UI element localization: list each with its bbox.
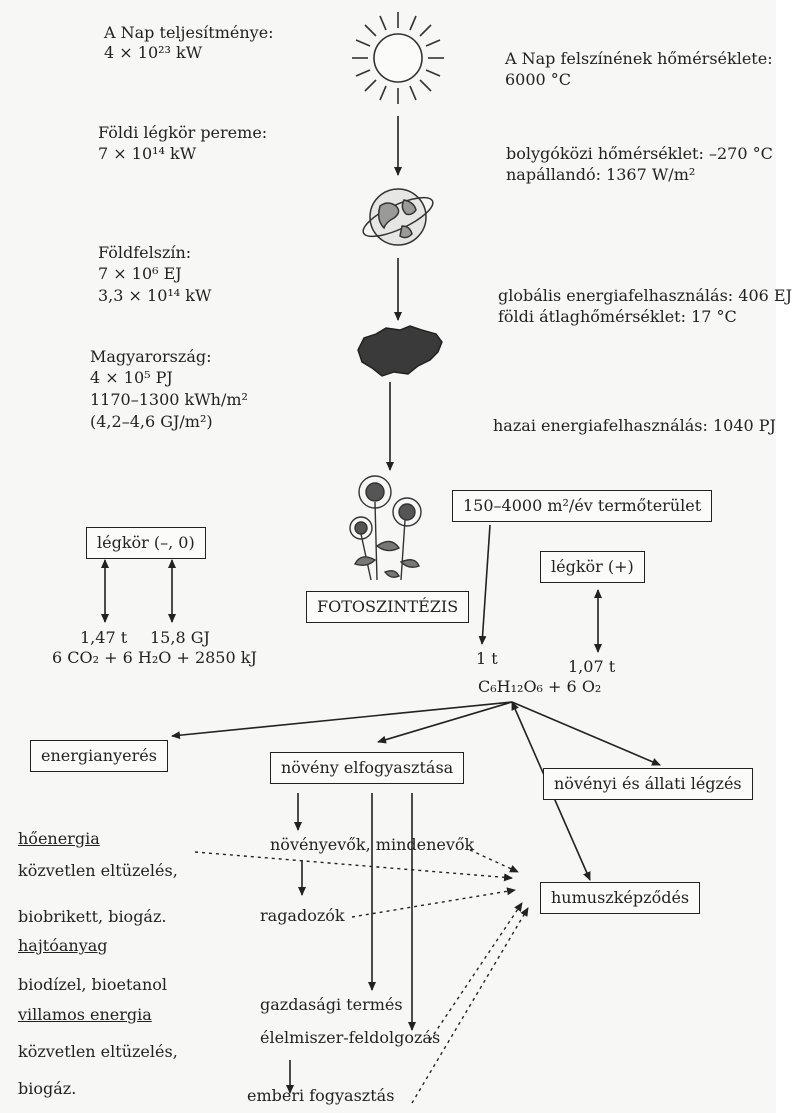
reactants-equation: 6 CO₂ + 6 H₂O + 2850 kJ [52,648,257,667]
plant-consumption-box: növény elfogyasztása [270,752,465,785]
biobriquette: biobrikett, biogáz. [18,907,167,926]
o2-mass: 1,07 t [568,657,616,676]
earth-surface-label: Földfelszín: [98,243,192,262]
economic-crop: gazdasági termés [260,995,403,1014]
food-processing: élelmiszer-feldolgozás [260,1028,441,1047]
atmosphere-negative-box: légkör (–, 0) [86,527,206,560]
solar-constant: napállandó: 1367 W/m² [506,165,696,184]
sun-power-label: A Nap teljesítménye: [104,23,274,42]
dotted-herbivores-to-humus [469,849,519,873]
hungary-kwh: 1170–1300 kWh/m² [90,390,248,409]
earth-surface-power: 3,3 × 10¹⁴ kW [98,286,212,305]
hungary-map-icon [357,325,443,377]
energy-gain-box: energianyerés [30,740,168,773]
sun-power-value: 4 × 10²³ kW [104,43,203,62]
cropland-box: 150–4000 m²/év termőterület [452,490,713,523]
dotted-predators-to-humus [351,887,516,918]
biogas: biogáz. [18,1079,77,1098]
hungary-gj: (4,2–4,6 GJ/m²) [90,412,213,431]
hungary-energy: 4 × 10⁵ PJ [90,368,173,387]
atmosphere-edge-label: Földi légkör pereme: [98,123,268,142]
co2-mass: 1,47 t [80,628,128,647]
earth-avg-temp: földi átlaghőmérséklet: 17 °C [498,307,737,326]
global-energy-use: globális energiafelhasználás: 406 EJ [498,286,792,305]
arrow-to-respiration [511,701,661,766]
respiration-box: növényi és állati légzés [543,768,753,801]
fuel-heading: hajtóanyag [18,936,108,955]
dotted-burning-to-humus [194,851,513,882]
earth-globe-icon [362,188,434,246]
energy-gj: 15,8 GJ [150,628,210,647]
sun-surface-temp-value: 6000 °C [505,70,572,89]
atmosphere-positive-box: légkör (+) [540,551,645,584]
products-equation: C₆H₁₂O₆ + 6 O₂ [478,677,602,696]
sunflower-icon [349,475,422,581]
human-consumption: emberi fogyasztás [247,1086,395,1105]
arrow-cropland-to-glucose [478,524,491,645]
direct-burning-2: közvetlen eltüzelés, [18,1042,178,1061]
arrow-to-plant-consumption [377,701,513,744]
dotted-processing-to-humus [429,902,523,1041]
photosynthesis-box: FOTOSZINTÉZIS [306,591,470,624]
sun-icon [352,12,444,104]
electric-energy-heading: villamos energia [18,1005,152,1024]
heat-energy-heading: hőenergia [18,829,100,848]
glucose-mass: 1 t [476,649,498,668]
humus-box: humuszképződés [540,882,701,915]
direct-burning-1: közvetlen eltüzelés, [18,861,178,880]
domestic-energy-use: hazai energiafelhasználás: 1040 PJ [493,416,776,435]
interplanetary-temp: bolygóközi hőmérséklet: –270 °C [506,144,773,163]
energy-flow-diagram-page: A Nap teljesítménye: 4 × 10²³ kW Földi l… [18,12,792,1105]
atmosphere-edge-value: 7 × 10¹⁴ kW [98,144,197,163]
sun-surface-temp-label: A Nap felszínének hőmérséklete: [505,49,773,68]
herbivores-omnivores: növényevők, mindenevők [270,835,475,854]
hungary-label: Magyarország: [90,347,212,366]
dotted-human-to-humus [411,907,529,1104]
arrow-to-energy-gain [171,701,513,740]
earth-surface-energy: 7 × 10⁶ EJ [98,264,182,283]
predators: ragadozók [260,906,345,925]
biofuels: biodízel, bioetanol [18,975,168,994]
